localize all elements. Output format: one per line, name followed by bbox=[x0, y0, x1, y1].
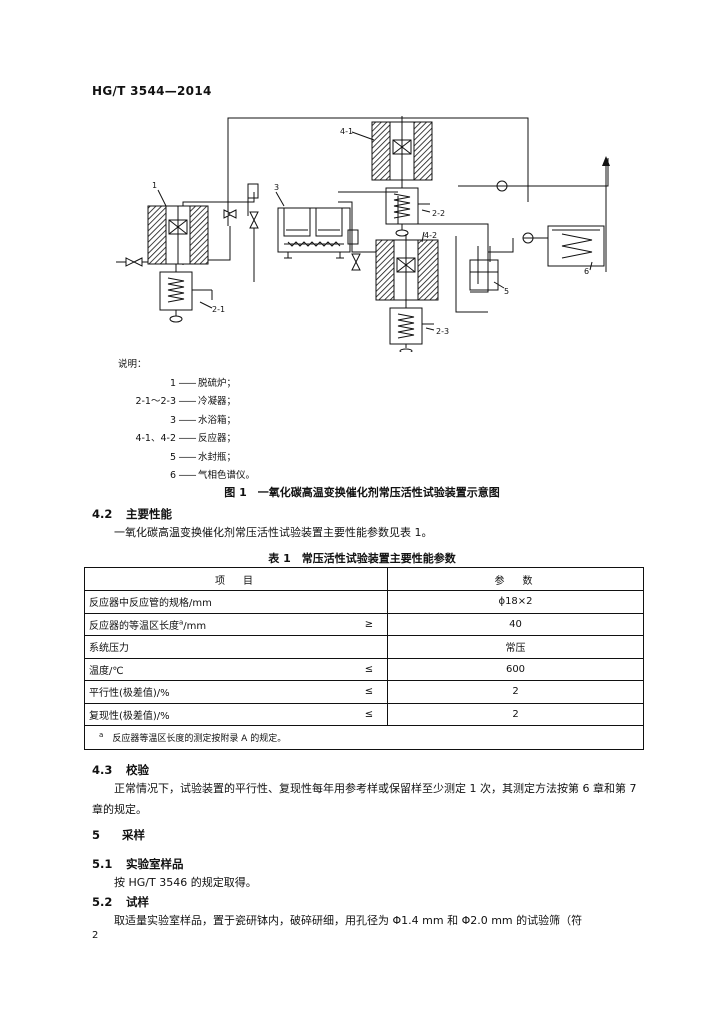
legend-row: 4-1、4-2——反应器； bbox=[135, 433, 237, 444]
condenser-2-3 bbox=[389, 307, 423, 345]
label-3: 3 bbox=[274, 183, 279, 192]
apparatus-diagram: 1 2-1 2-2 2-3 3 4-1 4-2 5 6 bbox=[116, 116, 610, 352]
standard-code: HG/T 3544—2014 bbox=[92, 84, 212, 98]
pipe-top-loop bbox=[227, 117, 529, 226]
table-header-item: 项 目 bbox=[84, 567, 388, 591]
parameters-table: 项 目 参 数 反应器中反应管的规格/mm ϕ18×2 反应器的等温区长度a/m… bbox=[84, 567, 644, 750]
table-row: 平行性(极差值)/% ≤ 2 bbox=[84, 680, 644, 704]
page-number: 2 bbox=[92, 930, 99, 941]
legend-row: 5——水封瓶； bbox=[169, 451, 237, 463]
section-text-5-2: 取适量实验室样品，置于瓷研钵内，破碎研细，用孔径为 Φ1.4 mm 和 Φ2.0… bbox=[114, 914, 583, 927]
figure-caption: 图 1 一氧化碳高温变换催化剂常压活性试验装置示意图 bbox=[224, 486, 500, 499]
label-2-1: 2-1 bbox=[212, 305, 225, 314]
label-4-1: 4-1 bbox=[340, 127, 353, 136]
figure-legend: 说明： 1——脱硫炉； 2-1～2-3——冷凝器； 3——水浴箱； 4-1、4-… bbox=[118, 356, 255, 486]
pipe-to-seal-bottle bbox=[455, 236, 488, 313]
table-row: 温度/℃ ≤ 600 bbox=[84, 657, 644, 681]
rotameter-right bbox=[347, 229, 359, 245]
table-header-row: 项 目 参 数 bbox=[84, 567, 644, 591]
water-seal-bottle-5 bbox=[469, 259, 499, 291]
gas-chromatograph-6 bbox=[547, 225, 605, 267]
label-4-2: 4-2 bbox=[424, 231, 437, 240]
table-note-mark: a bbox=[99, 731, 104, 739]
table-row: 复现性(极差值)/% ≤ 2 bbox=[84, 702, 644, 726]
table-header-value: 参 数 bbox=[387, 567, 644, 591]
rotameter-left bbox=[247, 183, 259, 199]
legend-row: 2-1～2-3——冷凝器； bbox=[135, 396, 237, 407]
label-6: 6 bbox=[584, 267, 589, 276]
legend-title: 说明： bbox=[118, 359, 147, 370]
label-2-3: 2-3 bbox=[436, 327, 449, 336]
legend-row: 3——水浴箱； bbox=[169, 414, 237, 426]
table-note-row: a 反应器等温区长度的测定按附录 A 的规定。 bbox=[84, 725, 644, 750]
table-caption: 表 1 常压活性试验装置主要性能参数 bbox=[268, 552, 456, 565]
section-text-4-2: 一氧化碳高温变换催化剂常压活性试验装置主要性能参数见表 1。 bbox=[114, 526, 433, 539]
pipe-seal-bottle bbox=[488, 238, 514, 253]
section-text-4-3: 正常情况下，试验装置的平行性、复现性每年用参考样或保留样至少测定 1 次，其测定… bbox=[92, 782, 637, 816]
table-row: 反应器中反应管的规格/mm ϕ18×2 bbox=[84, 590, 644, 614]
label-2-2: 2-2 bbox=[432, 209, 445, 218]
pipe-saturator-out bbox=[338, 201, 378, 253]
table-note: 反应器等温区长度的测定按附录 A 的规定。 bbox=[112, 734, 287, 744]
vent-arrow-icon bbox=[602, 156, 610, 166]
label-5: 5 bbox=[504, 287, 509, 296]
pipe-right-loop bbox=[398, 223, 489, 293]
section-text-5-1: 按 HG/T 3546 的规定取得。 bbox=[114, 876, 257, 889]
table-row: 反应器的等温区长度a/mm ≥ 40 bbox=[84, 612, 644, 636]
pipe-to-gc bbox=[458, 158, 609, 187]
condenser-2-2 bbox=[385, 187, 419, 225]
label-1: 1 bbox=[152, 181, 157, 190]
table-row: 系统压力 常压 bbox=[84, 635, 644, 659]
legend-row: 1——脱硫炉； bbox=[169, 377, 237, 389]
legend-row: 6——气相色谱仪。 bbox=[169, 470, 256, 481]
